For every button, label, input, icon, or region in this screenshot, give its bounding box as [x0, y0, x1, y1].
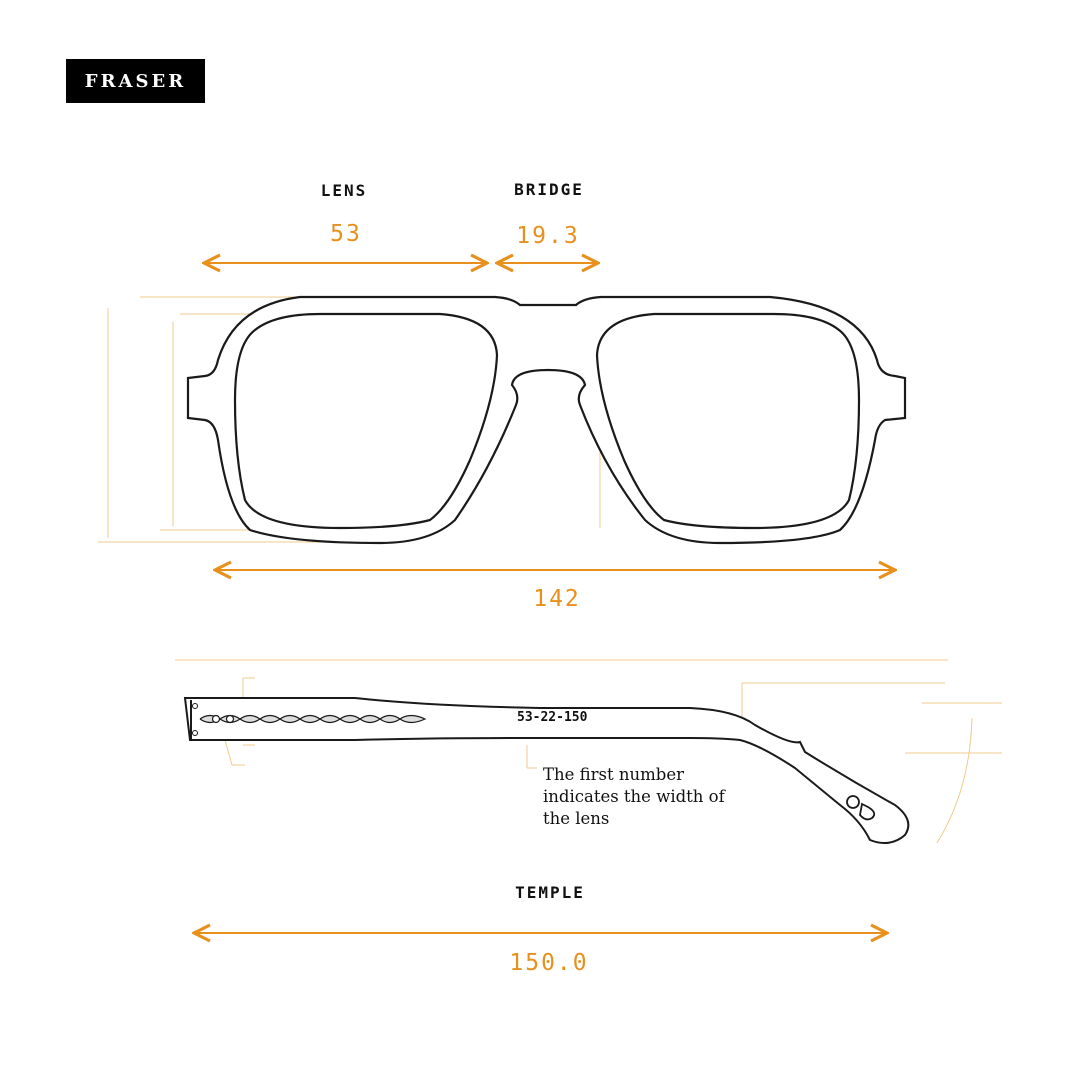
- left-lens: [233, 312, 499, 530]
- od-logo-icon: [846, 795, 876, 821]
- temple-code-note: The first number indicates the width of …: [543, 765, 725, 828]
- model-name-badge: FRASER: [66, 59, 205, 103]
- temple-code: 53-22-150: [517, 710, 588, 725]
- bridge-label: BRIDGE: [514, 180, 584, 199]
- lens-label: LENS: [320, 181, 368, 200]
- total-width-value: 142: [533, 586, 581, 612]
- frame-front: [186, 295, 907, 545]
- braid-pattern: [199, 714, 427, 724]
- lens-value: 53: [330, 221, 362, 247]
- bridge-value: 19.3: [516, 223, 580, 249]
- temple-label: TEMPLE: [515, 883, 585, 902]
- right-lens: [595, 312, 861, 530]
- temple-side: [183, 697, 910, 845]
- temple-value: 150.0: [509, 950, 589, 976]
